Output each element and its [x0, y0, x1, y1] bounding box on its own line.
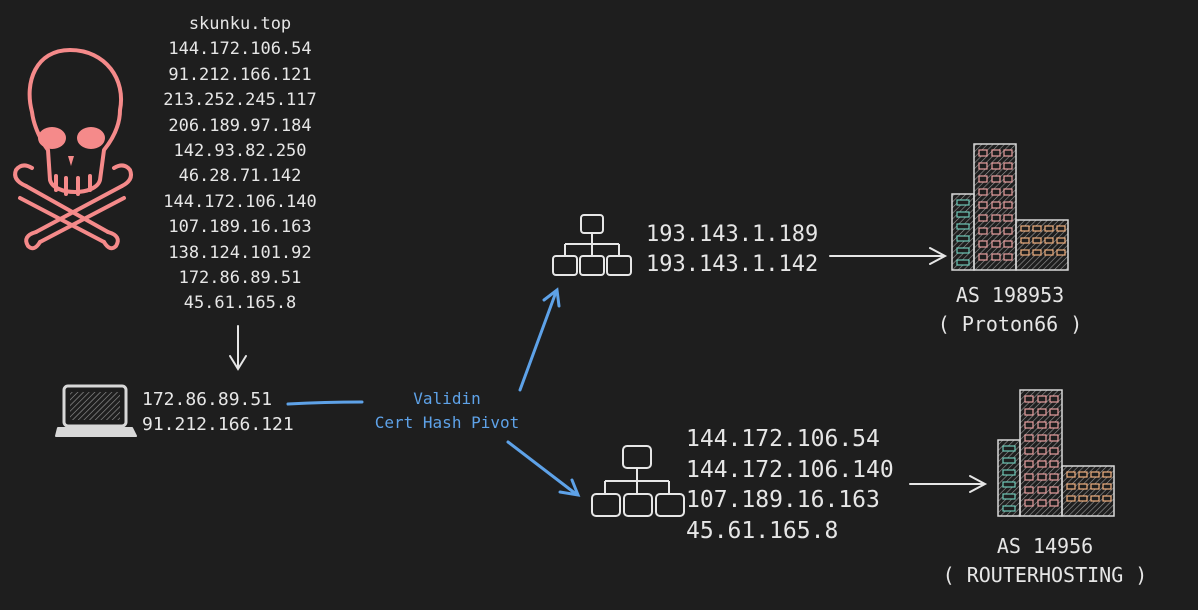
network-ip: 193.143.1.142 [646, 252, 819, 277]
laptop-ip: 91.212.166.121 [142, 414, 294, 435]
arrow-up-right-icon [518, 287, 561, 392]
arrow-right-icon [829, 247, 948, 265]
laptop-ip-list: 172.86.89.51 91.212.166.121 [142, 387, 294, 437]
ioc-ip: 91.212.166.121 [168, 64, 312, 85]
asn-number: AS 14956 [996, 534, 1094, 558]
ioc-ip: 107.189.16.163 [168, 217, 312, 238]
ioc-ip: 138.124.101.92 [168, 242, 312, 263]
network-ip: 193.143.1.189 [646, 222, 819, 247]
ioc-ip: 45.61.165.8 [183, 293, 297, 314]
network-hierarchy-icon [591, 445, 685, 517]
office-building-icon [951, 143, 1069, 271]
arrow-right-icon [909, 475, 988, 493]
network-ip-list: 144.172.106.54 144.172.106.140 107.189.1… [686, 424, 894, 546]
asn-label: AS 198953 ( Proton66 ) [920, 281, 1100, 339]
asn-name: ( Proton66 ) [937, 312, 1083, 336]
ioc-list: skunku.top 144.172.106.54 91.212.166.121… [150, 12, 330, 317]
arrow-down-right-icon [506, 440, 581, 497]
pivot-connector [286, 400, 364, 406]
laptop-icon [55, 384, 137, 437]
network-ip-list: 193.143.1.189 193.143.1.142 [646, 220, 818, 280]
network-ip: 45.61.165.8 [686, 517, 839, 544]
pivot-label-method: Cert Hash Pivot [374, 413, 520, 432]
laptop-ip: 172.86.89.51 [142, 389, 273, 410]
asn-label: AS 14956 ( ROUTERHOSTING ) [905, 532, 1185, 590]
ioc-ip: 144.172.106.140 [163, 191, 317, 212]
ioc-ip: 46.28.71.142 [178, 166, 302, 187]
network-ip: 144.172.106.54 [686, 426, 880, 452]
arrow-down-icon [229, 325, 247, 371]
pivot-label: Validin Cert Hash Pivot [362, 387, 532, 435]
asn-name: ( ROUTERHOSTING ) [942, 563, 1148, 587]
ioc-ip: 172.86.89.51 [178, 267, 302, 288]
ioc-ip: 206.189.97.184 [168, 115, 312, 136]
ioc-domain: skunku.top [188, 14, 292, 34]
ioc-ip: 142.93.82.250 [173, 140, 307, 161]
ioc-ip: 144.172.106.54 [168, 39, 312, 60]
asn-number: AS 198953 [955, 283, 1065, 307]
pivot-label-source: Validin [413, 389, 481, 408]
office-building-icon [997, 389, 1115, 517]
network-ip: 107.189.16.163 [686, 487, 880, 513]
network-hierarchy-icon [552, 214, 632, 276]
skull-crossbones-icon [13, 48, 133, 251]
network-ip: 144.172.106.140 [686, 456, 894, 483]
ioc-ip: 213.252.245.117 [163, 90, 317, 111]
skull-eyes [38, 127, 105, 166]
